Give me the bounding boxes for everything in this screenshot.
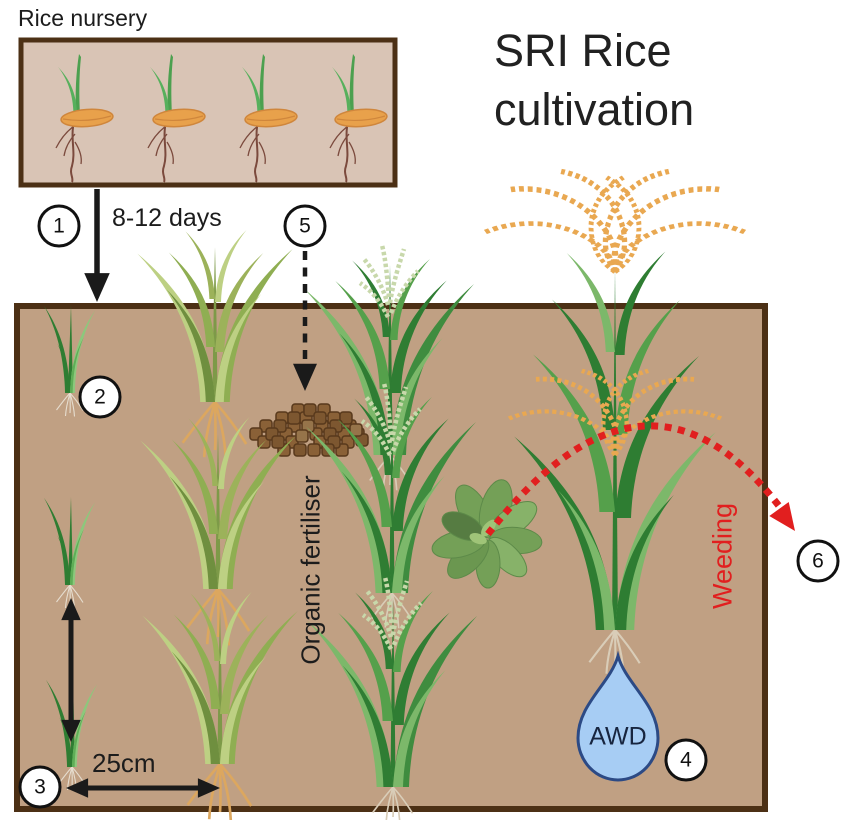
awd-water-drop bbox=[576, 650, 660, 782]
transplant-arrow bbox=[84, 189, 110, 302]
spacing-label: 25cm bbox=[92, 748, 156, 778]
page-title: SRI Rice cultivation bbox=[494, 25, 695, 135]
step-circle-5: 5 bbox=[283, 204, 327, 248]
organic-fertiliser-pile bbox=[249, 403, 369, 457]
nursery-title: Rice nursery bbox=[18, 5, 148, 31]
step-circle-3: 3 bbox=[18, 765, 62, 809]
step-circle-4: 4 bbox=[664, 738, 708, 782]
fertiliser-arrow bbox=[293, 251, 317, 391]
weeding-arrow bbox=[485, 422, 805, 539]
transplant-time-label: 8-12 days bbox=[112, 204, 222, 232]
row-spacing-arrow-vertical bbox=[61, 598, 81, 742]
awd-label: AWD bbox=[589, 722, 647, 751]
step-circle-6: 6 bbox=[796, 539, 840, 583]
weed-plant bbox=[431, 479, 543, 589]
step-circle-1: 1 bbox=[37, 204, 81, 248]
weeding-label: Weeding bbox=[707, 502, 738, 610]
step-circle-2: 2 bbox=[78, 375, 122, 419]
plant-spacing-arrow-horizontal bbox=[66, 778, 220, 798]
organic-fertiliser-label: Organic fertiliser bbox=[295, 475, 326, 665]
